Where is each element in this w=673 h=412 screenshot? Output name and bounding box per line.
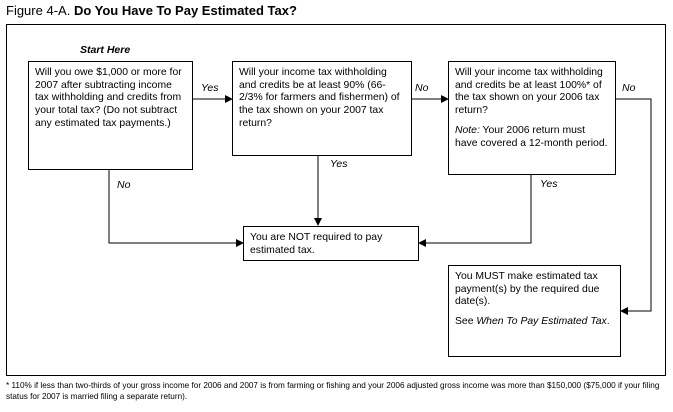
question-100-percent-box: Will your income tax withholding and cre… (448, 61, 616, 175)
edge-label-q1-no: No (117, 179, 131, 191)
question-90-percent-text: Will your income tax withholding and cre… (239, 67, 400, 129)
note-text: Your 2006 return must have covered a 12-… (455, 124, 608, 149)
question-90-percent-box: Will your income tax withholding and cre… (232, 61, 412, 156)
arrow-q1-to-not (108, 170, 244, 247)
question-owe-1000-box: Will you owe $1,000 or more for 2007 aft… (28, 61, 193, 170)
figure-number: Figure 4-A. (6, 3, 71, 18)
figure-title: Figure 4-A. Do You Have To Pay Estimated… (6, 3, 297, 18)
edge-label-q2-no: No (415, 82, 429, 94)
footnote: * 110% if less than two-thirds of your g… (6, 381, 660, 401)
edge-label-q3-no: No (622, 82, 636, 94)
see-when-to-pay: See When To Pay Estimated Tax. (455, 316, 614, 329)
start-here-label: Start Here (80, 44, 131, 56)
not-required-box: You are NOT required to pay estimated ta… (243, 226, 419, 261)
figure-heading: Do You Have To Pay Estimated Tax? (73, 3, 297, 18)
flowchart-frame (6, 24, 666, 376)
see-suffix: . (606, 316, 610, 328)
note-label: Note: (455, 124, 480, 136)
see-link: When To Pay Estimated Tax (476, 316, 607, 328)
arrow-q3-to-must (616, 98, 652, 315)
must-pay-box: You MUST make estimated tax payment(s) b… (448, 265, 621, 357)
question-100-percent-note: Note: Your 2006 return must have covered… (455, 125, 609, 150)
edge-label-q2-yes: Yes (330, 158, 348, 170)
see-prefix: See (455, 316, 477, 328)
question-100-percent-text: Will your income tax withholding and cre… (455, 67, 603, 117)
must-pay-text: You MUST make estimated tax payment(s) b… (455, 271, 600, 308)
edge-label-q1-yes: Yes (201, 82, 219, 94)
question-owe-1000-text: Will you owe $1,000 or more for 2007 aft… (35, 67, 182, 129)
not-required-text: You are NOT required to pay estimated ta… (250, 232, 383, 256)
edge-label-q3-yes: Yes (540, 178, 558, 190)
arrow-q3-to-not (418, 175, 532, 247)
